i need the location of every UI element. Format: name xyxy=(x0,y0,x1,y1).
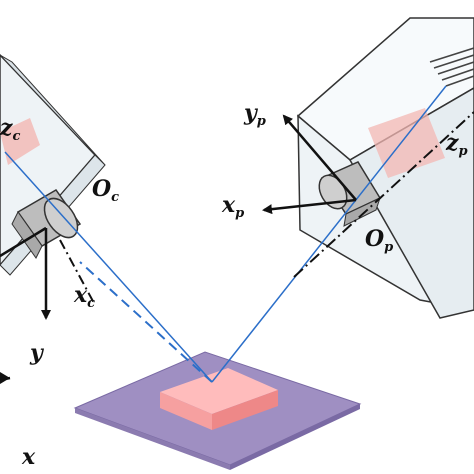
sample-block-right xyxy=(212,390,278,430)
camera-pattern xyxy=(0,118,40,165)
camera-x-label: xc xyxy=(73,282,95,311)
camera-lens xyxy=(11,189,82,259)
sample-block-left xyxy=(160,392,212,430)
camera-origin-label: Oc xyxy=(92,176,119,205)
camera-y-label: y xyxy=(29,340,45,366)
base-plate-side xyxy=(75,408,230,470)
camera-optical-axis xyxy=(59,239,96,306)
world-x-label: x xyxy=(21,444,36,470)
sample-block-top xyxy=(160,368,278,414)
projector-optical-axis xyxy=(293,111,474,278)
projector-y-label: yp xyxy=(243,100,266,129)
camera-z-label: zc xyxy=(0,115,21,144)
fringe-pattern xyxy=(429,47,474,87)
projector-ray xyxy=(211,85,447,383)
projector-origin-label: Op xyxy=(365,226,393,255)
base-plate-side-right xyxy=(230,404,360,470)
camera-origin-axis xyxy=(0,226,47,258)
projector-z-label: zp xyxy=(445,130,468,159)
projector-x-axis xyxy=(262,198,357,215)
projector-x-label: xp xyxy=(221,192,244,221)
world-y-arrow xyxy=(0,372,10,384)
camera-ray xyxy=(4,151,213,383)
projector-y-axis xyxy=(282,114,357,201)
camera-ray-dashed xyxy=(79,261,213,383)
